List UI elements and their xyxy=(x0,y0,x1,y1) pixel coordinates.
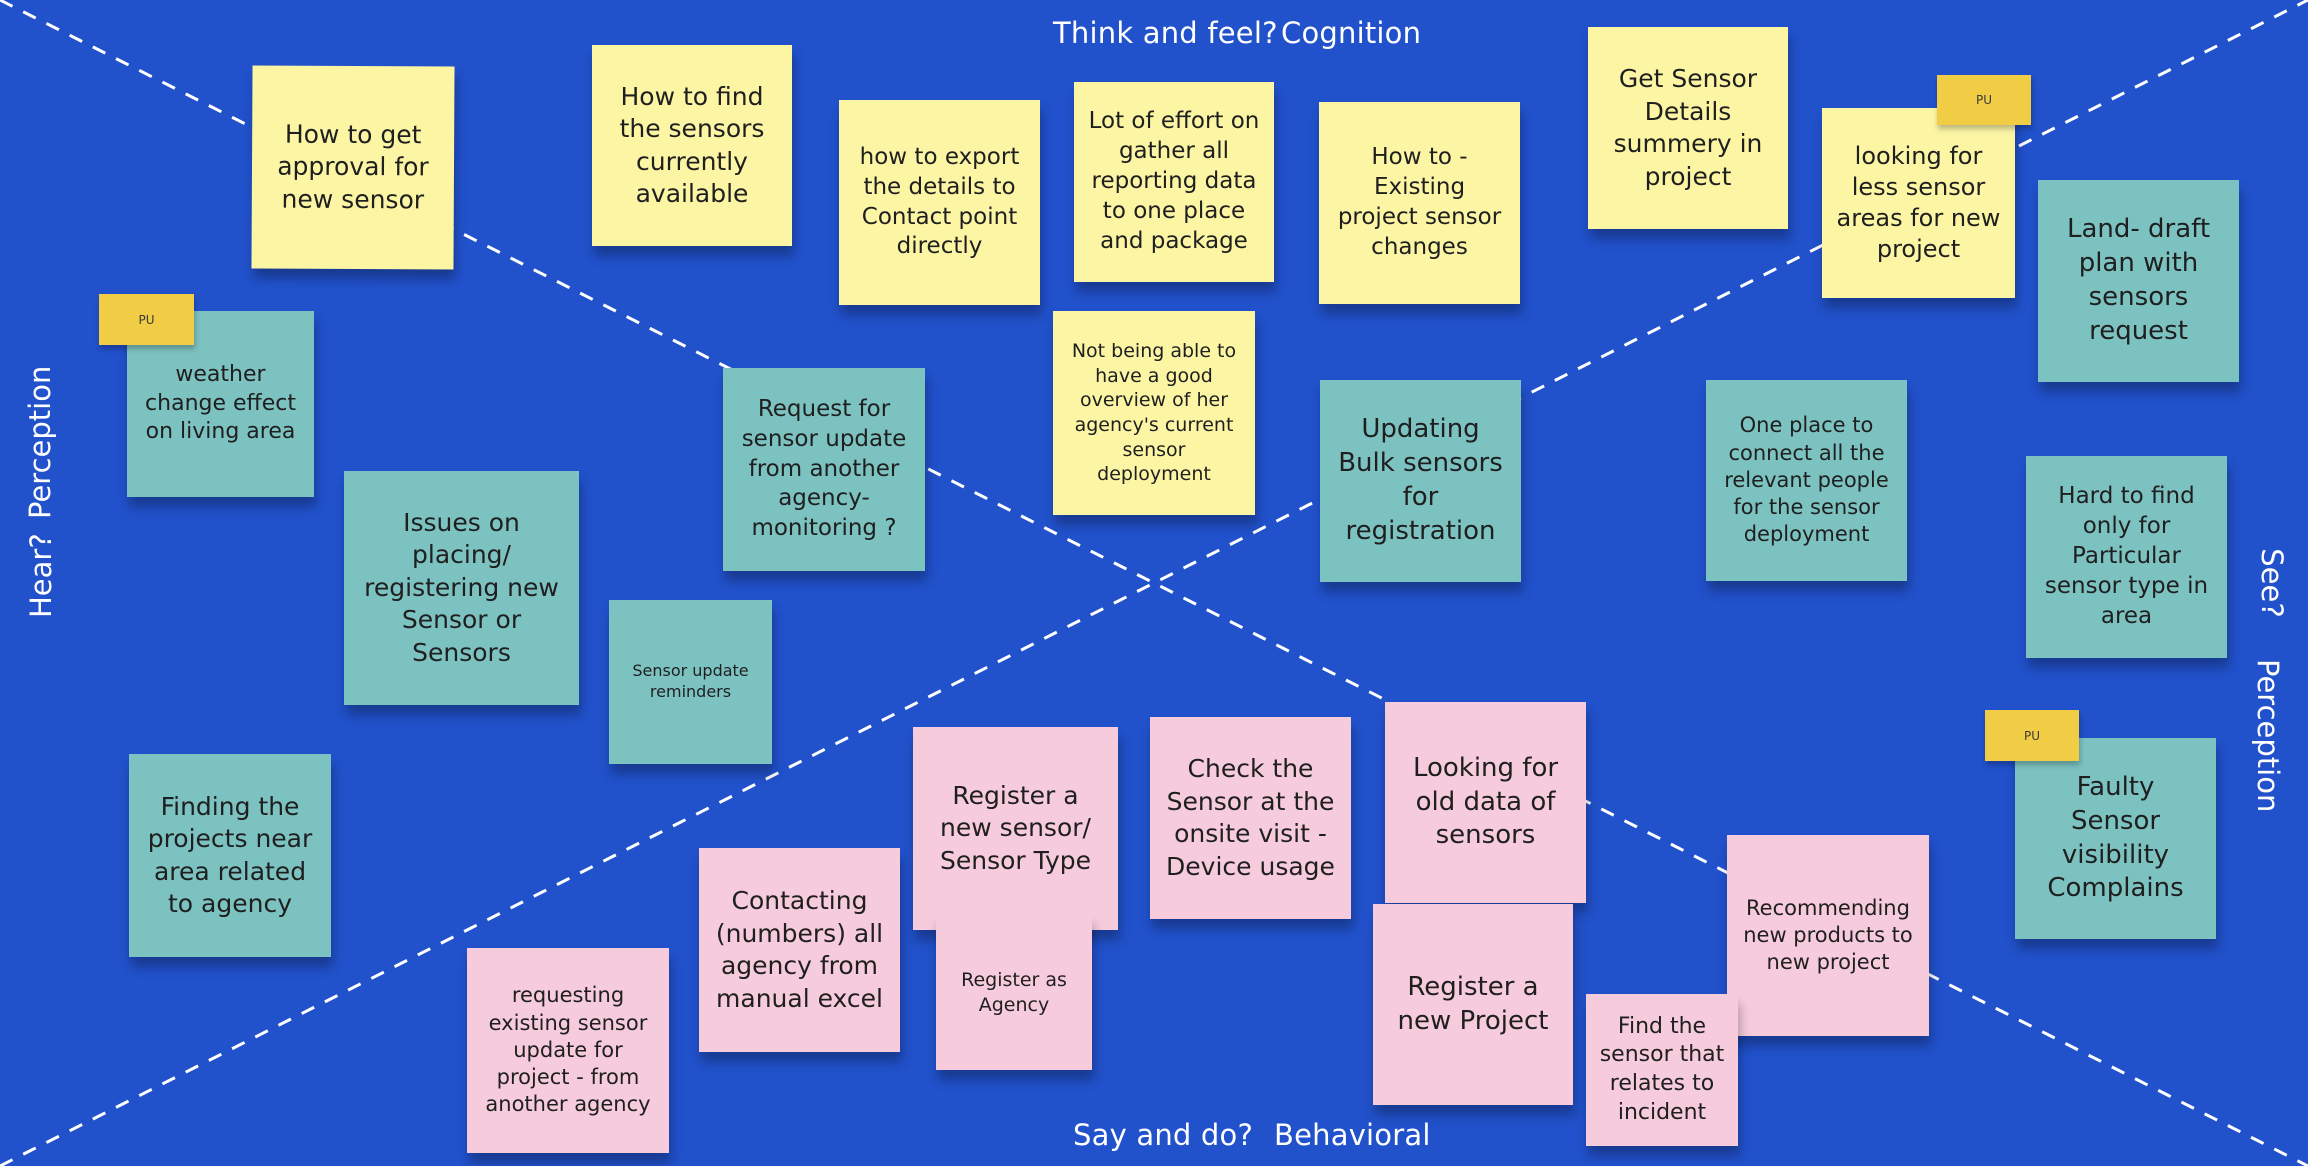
note-text: Check the Sensor at the onsite visit - D… xyxy=(1166,754,1335,881)
note-text: how to export the details to Contact poi… xyxy=(859,143,1020,260)
label-say-and-do: Say and do? xyxy=(1073,1118,1254,1152)
note-text: Register a new Project xyxy=(1397,971,1549,1036)
label-see: See? xyxy=(2255,548,2289,618)
sticky-note-overview[interactable]: Not being able to have a good overview o… xyxy=(1053,311,1255,515)
sticky-note-one-place[interactable]: One place to connect all the relevant pe… xyxy=(1706,380,1907,581)
note-text: requesting existing sensor update for pr… xyxy=(485,983,651,1117)
sticky-note-register-project[interactable]: Register a new Project xyxy=(1373,904,1573,1105)
label-hear: Hear? xyxy=(24,533,58,618)
sticky-note-land-draft[interactable]: Land- draft plan with sensors request xyxy=(2038,180,2239,382)
note-text: One place to connect all the relevant pe… xyxy=(1724,413,1889,547)
sticky-note-contacting[interactable]: Contacting (numbers) all agency from man… xyxy=(699,848,900,1052)
sticky-note-finding-projects[interactable]: Finding the projects near area related t… xyxy=(129,754,331,957)
sticky-note-requesting-existing[interactable]: requesting existing sensor update for pr… xyxy=(467,948,669,1153)
note-text: weather change effect on living area xyxy=(145,362,296,445)
sticky-note-existing-changes[interactable]: How to - Existing project sensor changes xyxy=(1319,102,1520,304)
sticky-note-register-sensor[interactable]: Register a new sensor/ Sensor Type xyxy=(913,727,1118,930)
label-behavioral: Behavioral xyxy=(1274,1118,1431,1152)
note-text: Request for sensor update from another a… xyxy=(741,395,907,542)
sticky-note-find-incident[interactable]: Find the sensor that relates to incident xyxy=(1586,994,1738,1146)
label-perception-right: Perception xyxy=(2251,659,2285,813)
label-think-and-feel: Think and feel? xyxy=(1053,16,1278,50)
sticky-note-approval[interactable]: How to get approval for new sensor xyxy=(251,65,455,270)
note-text: Looking for old data of sensors xyxy=(1412,752,1559,851)
sticky-note-weather[interactable]: weather change effect on living area xyxy=(127,311,314,497)
label-perception-left: Perception xyxy=(23,365,57,519)
sticky-note-issues-placing[interactable]: Issues on placing/ registering new Senso… xyxy=(344,471,579,705)
sticky-note-request-update[interactable]: Request for sensor update from another a… xyxy=(723,368,925,571)
note-text: Sensor update reminders xyxy=(632,661,749,701)
note-text: Get Sensor Details summery in project xyxy=(1613,64,1763,191)
note-text: Not being able to have a good overview o… xyxy=(1071,339,1237,486)
sticky-note-bulk-update[interactable]: Updating Bulk sensors for registration xyxy=(1320,380,1521,582)
sticky-note-sensor-summary[interactable]: Get Sensor Details summery in project xyxy=(1588,27,1788,229)
note-text: Land- draft plan with sensors request xyxy=(2066,214,2211,346)
label-cognition: Cognition xyxy=(1281,16,1422,50)
sticky-note-old-data[interactable]: Looking for old data of sensors xyxy=(1385,702,1586,903)
note-text: How to get approval for new sensor xyxy=(277,119,429,215)
note-text: Finding the projects near area related t… xyxy=(147,791,313,919)
sticky-note-find-sensors[interactable]: How to find the sensors currently availa… xyxy=(592,45,792,246)
note-text: Faulty Sensor visibility Complains xyxy=(2047,771,2184,904)
sticky-note-recommending[interactable]: Recommending new products to new project xyxy=(1727,835,1929,1036)
sticky-note-faulty[interactable]: Faulty Sensor visibility Complains xyxy=(2015,738,2216,939)
note-text: Issues on placing/ registering new Senso… xyxy=(364,507,559,667)
sticky-note-less-areas[interactable]: looking for less sensor areas for new pr… xyxy=(1822,108,2015,298)
note-text: Contacting (numbers) all agency from man… xyxy=(715,886,884,1013)
note-text: Updating Bulk sensors for registration xyxy=(1338,414,1503,546)
pu-tag: PU xyxy=(1937,75,2031,125)
sticky-note-export-details[interactable]: how to export the details to Contact poi… xyxy=(839,100,1040,305)
note-text: Find the sensor that relates to incident xyxy=(1599,1013,1725,1125)
note-text: looking for less sensor areas for new pr… xyxy=(1836,141,2001,264)
pu-tag: PU xyxy=(99,294,194,345)
sticky-note-register-agency[interactable]: Register as Agency xyxy=(936,915,1092,1070)
note-text: Recommending new products to new project xyxy=(1743,895,1913,975)
note-text: Hard to find only for Particular sensor … xyxy=(2044,483,2209,629)
sticky-note-check-sensor[interactable]: Check the Sensor at the onsite visit - D… xyxy=(1150,717,1351,919)
sticky-note-hard-to-find[interactable]: Hard to find only for Particular sensor … xyxy=(2026,456,2227,658)
sticky-note-reporting-effort[interactable]: Lot of effort on gather all reporting da… xyxy=(1074,82,1274,282)
note-text: How to find the sensors currently availa… xyxy=(619,81,765,209)
note-text: How to - Existing project sensor changes xyxy=(1337,144,1502,260)
pu-tag: PU xyxy=(1985,710,2079,761)
note-text: Lot of effort on gather all reporting da… xyxy=(1088,108,1260,254)
note-text: Register a new sensor/ Sensor Type xyxy=(939,780,1092,875)
note-text: Register as Agency xyxy=(961,968,1067,1016)
sticky-note-update-reminders[interactable]: Sensor update reminders xyxy=(609,600,772,764)
